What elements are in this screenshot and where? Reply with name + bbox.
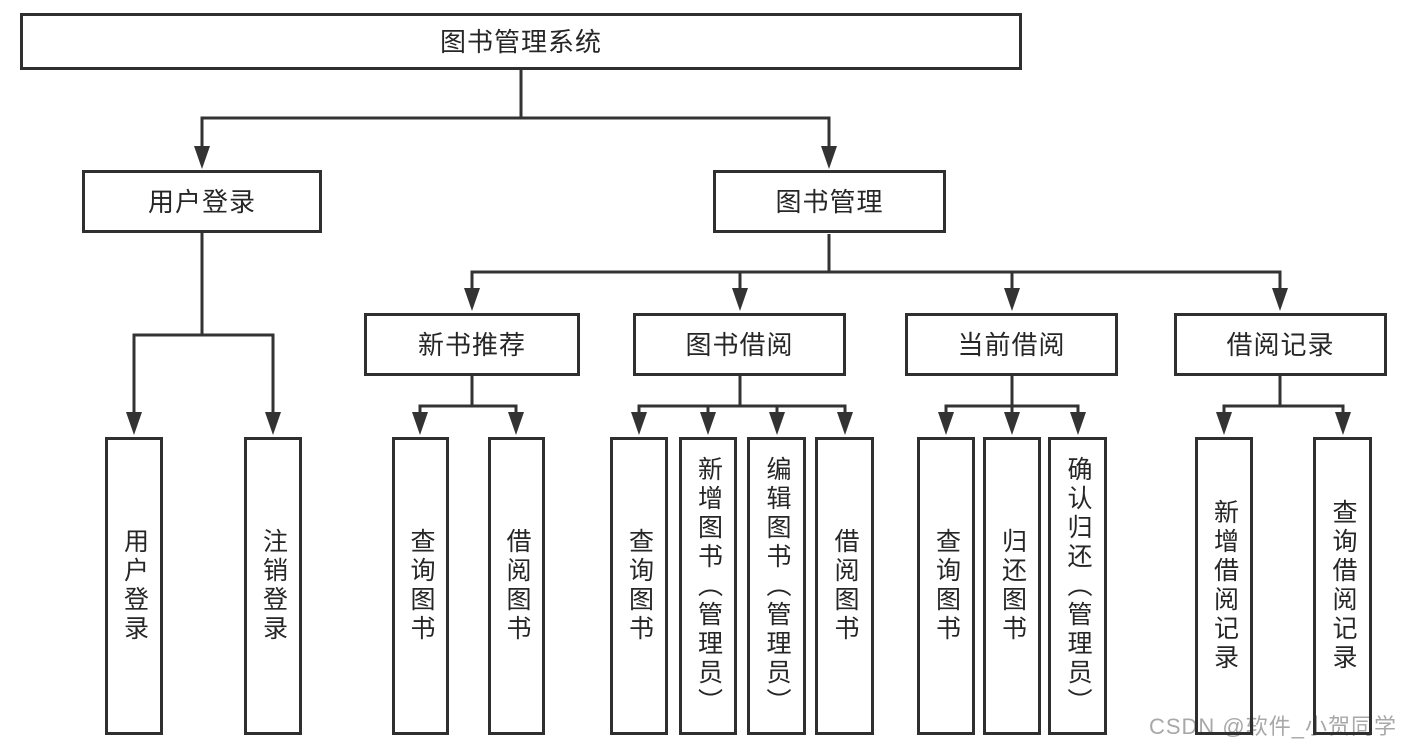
- node-library-system: 图书管理系统: [20, 13, 1022, 70]
- leaf-add-books-admin: 新增图书（管理员）: [679, 437, 737, 735]
- leaf-logout: 注销登录: [244, 437, 302, 735]
- leaf-user-login: 用户登录: [105, 437, 163, 735]
- leaf-borrow-books-recommend: 借阅图书: [488, 437, 545, 735]
- leaf-add-borrow-record: 新增借阅记录: [1195, 437, 1253, 735]
- node-current-borrowing: 当前借阅: [905, 313, 1118, 376]
- watermark-text: CSDN @软件_小贺同学: [1148, 714, 1397, 739]
- node-book-borrowing: 图书借阅: [633, 313, 846, 376]
- leaf-query-books-recommend: 查询图书: [392, 437, 449, 735]
- leaf-edit-books-admin: 编辑图书（管理员）: [747, 437, 806, 735]
- leaf-return-books: 归还图书: [983, 437, 1041, 735]
- leaf-query-books-borrow: 查询图书: [610, 437, 668, 735]
- node-borrowing-records: 借阅记录: [1174, 313, 1387, 376]
- leaf-query-books-current: 查询图书: [917, 437, 975, 735]
- leaf-borrow-books-borrow: 借阅图书: [815, 437, 874, 735]
- node-book-management: 图书管理: [713, 170, 946, 233]
- node-new-book-recommendation: 新书推荐: [364, 313, 580, 376]
- leaf-confirm-return-admin: 确认归还（管理员）: [1048, 437, 1107, 735]
- leaf-query-borrow-record: 查询借阅记录: [1313, 437, 1372, 735]
- node-user-login: 用户登录: [82, 170, 322, 233]
